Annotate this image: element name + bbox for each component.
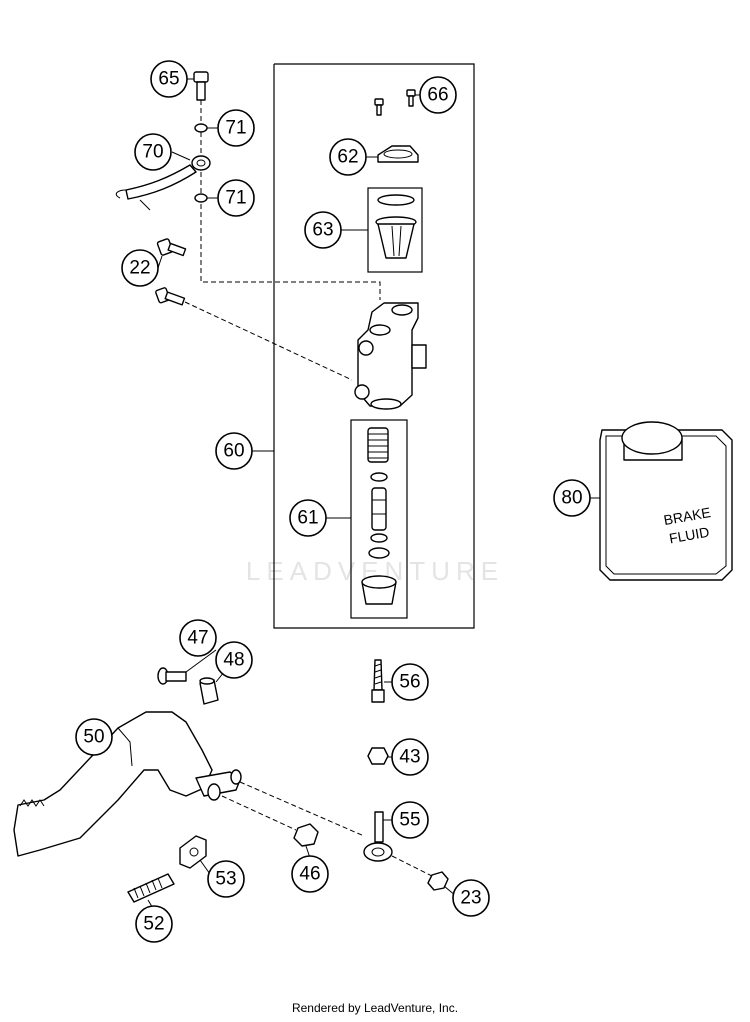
svg-text:47: 47 — [187, 628, 208, 649]
spring-plate-part — [179, 835, 207, 869]
piston-part — [371, 487, 387, 531]
callout-71-lower: 71 — [217, 179, 255, 217]
callout-71-upper: 71 — [217, 109, 255, 147]
repair-kit-frame — [350, 419, 408, 619]
screw-part — [156, 238, 187, 257]
svg-text:80: 80 — [561, 488, 582, 509]
svg-text:53: 53 — [215, 869, 236, 890]
svg-text:66: 66 — [427, 85, 448, 106]
screw-part — [155, 287, 186, 306]
callout-46: 46 — [291, 855, 329, 893]
banjo-bolt-part — [193, 71, 209, 101]
svg-text:52: 52 — [143, 914, 164, 935]
svg-text:46: 46 — [299, 864, 320, 885]
callout-60: 60 — [215, 432, 253, 470]
reservoir-cap-part — [377, 145, 419, 163]
callout-22: 22 — [121, 249, 159, 287]
callout-66: 66 — [419, 76, 457, 114]
callout-43: 43 — [391, 738, 429, 776]
svg-text:56: 56 — [399, 672, 420, 693]
svg-text:43: 43 — [399, 747, 420, 768]
callout-70: 70 — [134, 133, 172, 171]
nut-part — [293, 823, 319, 847]
pivot-bolt-part — [157, 667, 187, 685]
svg-text:63: 63 — [312, 220, 333, 241]
master-cylinder-part — [354, 302, 427, 410]
return-spring-part — [127, 873, 175, 903]
callout-63: 63 — [304, 211, 342, 249]
callout-53: 53 — [207, 860, 245, 898]
svg-text:62: 62 — [337, 147, 358, 168]
spring-part — [367, 427, 389, 463]
guide-sleeve-part — [361, 575, 397, 605]
svg-text:70: 70 — [142, 142, 163, 163]
callout-56: 56 — [391, 663, 429, 701]
svg-text:65: 65 — [158, 69, 179, 90]
washer-part — [194, 193, 208, 203]
brake-fluid-can — [599, 421, 733, 581]
svg-text:23: 23 — [460, 888, 481, 909]
brake-pedal-part — [13, 711, 242, 857]
callout-52: 52 — [135, 905, 173, 943]
adjusting-pin-part — [371, 659, 385, 703]
brake-hose-part — [115, 155, 211, 211]
callout-50: 50 — [75, 718, 113, 756]
svg-text:55: 55 — [399, 810, 420, 831]
bushing-part — [199, 677, 219, 705]
callout-61: 61 — [289, 499, 327, 537]
callout-48: 48 — [215, 641, 253, 679]
callout-80: 80 — [553, 479, 591, 517]
filter-part — [375, 194, 417, 259]
callout-55: 55 — [391, 801, 429, 839]
seal-part — [368, 547, 390, 559]
cap-screw-part — [374, 89, 416, 116]
seal-part — [370, 472, 388, 482]
svg-text:61: 61 — [297, 508, 318, 529]
washer-part — [194, 123, 208, 133]
svg-text:50: 50 — [83, 727, 104, 748]
svg-text:48: 48 — [223, 650, 244, 671]
svg-text:60: 60 — [223, 441, 244, 462]
svg-text:22: 22 — [129, 258, 150, 279]
callout-47: 47 — [179, 619, 217, 657]
callout-23: 23 — [452, 879, 490, 917]
footer-credit: Rendered by LeadVenture, Inc. — [292, 1001, 458, 1015]
seal-part — [370, 533, 388, 543]
svg-text:71: 71 — [225, 118, 246, 139]
can-label-fluid: FLUID — [668, 524, 711, 547]
assembly-frame — [273, 63, 475, 629]
nut-part — [367, 747, 389, 765]
callout-65: 65 — [150, 60, 188, 98]
svg-text:71: 71 — [225, 188, 246, 209]
nut-part — [427, 871, 449, 891]
clevis-part — [363, 811, 393, 862]
callout-62: 62 — [329, 138, 367, 176]
